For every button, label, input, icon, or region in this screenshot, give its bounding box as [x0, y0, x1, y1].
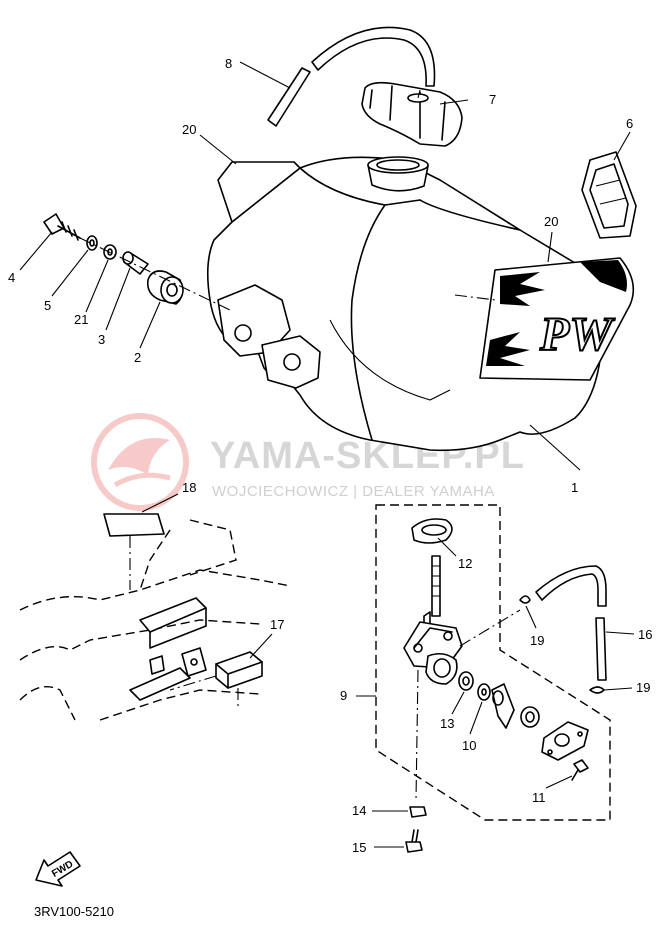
watermark-subtitle: WOJCIECHOWICZ | DEALER YAMAHA	[212, 483, 495, 500]
watermark-logo-icon	[91, 413, 189, 511]
fuel-cap	[361, 81, 463, 147]
callout-1: 1	[571, 480, 578, 495]
bolt-icon	[43, 213, 81, 241]
callout-21: 21	[74, 312, 88, 327]
cap-seal	[581, 151, 637, 239]
callout-15: 15	[352, 840, 366, 855]
callout-9: 9	[340, 688, 347, 703]
callout-13: 13	[440, 716, 454, 731]
callout-labels: 1 2 3 4 5 6 7 8 9 10 11 12 13 14 15 16 1…	[8, 56, 652, 855]
callout-12: 12	[458, 556, 472, 571]
callout-18: 18	[182, 480, 196, 495]
callout-20-left: 20	[182, 122, 196, 137]
callout-5: 5	[44, 298, 51, 313]
fwd-arrow-icon: FWD	[35, 851, 81, 887]
callout-19-upper: 19	[530, 633, 544, 648]
callout-8: 8	[225, 56, 232, 71]
leader-lines	[19, 61, 635, 848]
callout-17: 17	[270, 617, 284, 632]
mount-hardware	[43, 213, 231, 311]
frame-section	[19, 513, 291, 721]
callout-2: 2	[134, 350, 141, 365]
fuel-hose	[519, 565, 607, 694]
callout-7: 7	[489, 92, 496, 107]
callout-14: 14	[352, 803, 366, 818]
callout-3: 3	[98, 332, 105, 347]
callout-4: 4	[8, 270, 15, 285]
breather-hose	[267, 26, 436, 127]
callout-19-lower: 19	[636, 680, 650, 695]
decal-text: PW	[539, 308, 615, 361]
callout-6: 6	[626, 116, 633, 131]
pw-decal: PW	[454, 257, 635, 381]
fuel-cock-assembly	[375, 504, 611, 853]
callout-16: 16	[638, 627, 652, 642]
callout-10: 10	[462, 738, 476, 753]
callout-11: 11	[532, 790, 546, 805]
callout-20-right: 20	[544, 214, 558, 229]
diagram-code: 3RV100-5210	[34, 904, 114, 919]
